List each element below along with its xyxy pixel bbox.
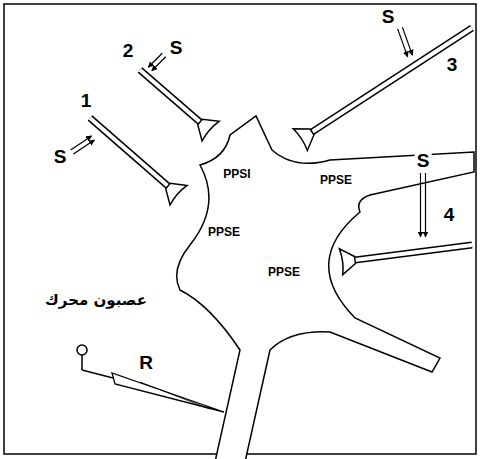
neuron-label: عصبون محرك [43,293,149,308]
axon-number: 2 [121,41,136,60]
presynaptic-axon [339,245,472,275]
stimulus-label: S [168,38,185,57]
stimulus-arrow [71,136,95,154]
stimulus-label: S [52,147,69,166]
stimulus-label: S [380,7,397,26]
presynaptic-axon [140,70,219,141]
potential-label: PPSI [221,168,252,180]
axon-number: 4 [442,205,457,224]
potential-label: PPSE [206,226,242,238]
electrode-label: R [137,353,155,372]
recording-electrode [77,345,224,412]
presynaptic-axon [90,118,187,205]
stimulus-arrow [398,27,413,57]
stimulus-arrow [148,53,166,71]
stimulus-arrow [421,173,426,237]
motor-neuron-body [177,116,474,459]
axon-number: 3 [445,55,460,74]
stimulus-label: S [415,151,432,170]
axon-number: 1 [79,91,94,110]
presynaptic-axon [293,28,472,151]
potential-label: PPSE [266,266,302,278]
potential-label: PPSE [318,174,354,186]
